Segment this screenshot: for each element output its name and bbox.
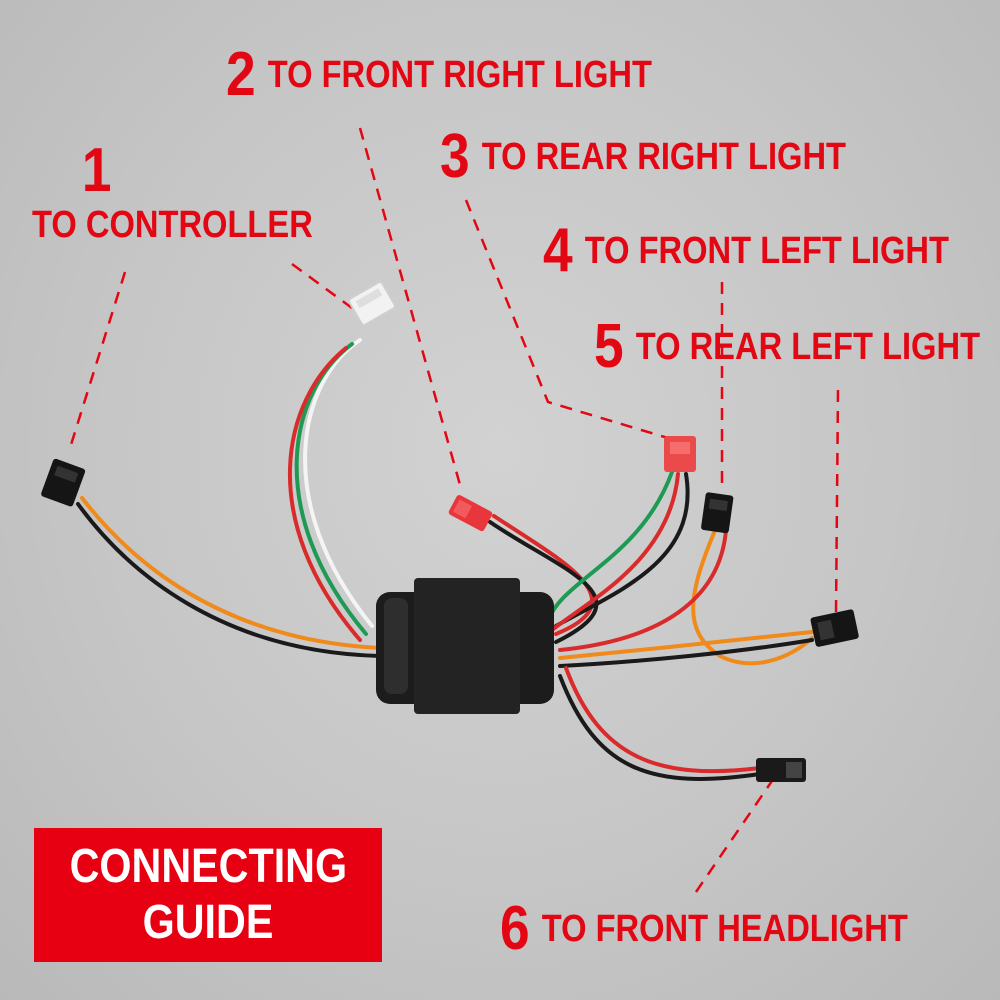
connecting-guide-banner: CONNECTING GUIDE xyxy=(34,828,382,962)
control-module xyxy=(376,578,554,714)
wire-headlight-black xyxy=(558,674,762,781)
wire-headlight-red xyxy=(564,666,762,774)
label-text-to-front-headlight: TO FRONT HEADLIGHT xyxy=(541,908,908,950)
label-number-1: 1 xyxy=(81,136,112,205)
wire-rear-left-orange xyxy=(558,630,814,660)
wire-rear-right-black xyxy=(554,472,690,628)
connector-aux-white xyxy=(348,281,396,326)
wire-rear-right-red xyxy=(550,472,680,632)
module-highlight xyxy=(384,598,408,694)
wire-front-left-orange xyxy=(691,526,814,666)
wire-controller-orange xyxy=(80,496,382,650)
label-text-to-rear-right-light: TO REAR RIGHT LIGHT xyxy=(481,136,847,178)
wire-rear-left-black xyxy=(558,638,814,668)
leader-line-headlight xyxy=(694,777,776,893)
label-number-3: 3 xyxy=(440,122,470,191)
label-text-to-front-left-light: TO FRONT LEFT LIGHT xyxy=(584,230,949,272)
label-number-5: 5 xyxy=(594,312,624,381)
module-foam-wrap xyxy=(414,578,520,714)
label-text-to-controller: TO CONTROLLER xyxy=(32,204,313,246)
guide-title-line-2: GUIDE xyxy=(142,896,274,949)
connector-rear-right xyxy=(664,436,696,472)
leader-line-aux-connector xyxy=(291,262,353,310)
label-text-to-rear-left-light: TO REAR LEFT LIGHT xyxy=(635,326,981,368)
wires xyxy=(76,338,814,781)
connector-headlight xyxy=(756,758,806,782)
guide-title-line-1: CONNECTING xyxy=(69,840,347,893)
leader-lines xyxy=(68,127,840,893)
label-text-to-front-right-light: TO FRONT RIGHT LIGHT xyxy=(267,54,652,96)
leader-line-front-right xyxy=(358,127,464,493)
connector-rear-left xyxy=(810,609,859,647)
connector-controller xyxy=(41,458,86,507)
label-number-2: 2 xyxy=(226,40,256,109)
label-number-4: 4 xyxy=(543,216,573,285)
wire-front-right-black xyxy=(488,520,599,644)
leader-line-controller xyxy=(68,271,127,449)
leader-line-rear-left xyxy=(834,389,840,613)
connector-front-left xyxy=(701,492,734,534)
label-to-controller: 1 TO CONTROLLER xyxy=(32,136,313,246)
connector-front-right xyxy=(448,495,493,532)
label-number-6: 6 xyxy=(500,894,530,963)
wire-rear-right-green xyxy=(546,470,674,624)
wire-aux-white xyxy=(303,338,374,628)
wire-front-left-red xyxy=(558,528,728,652)
wire-aux-red xyxy=(288,346,362,642)
wire-controller-black xyxy=(76,502,382,658)
leader-line-rear-right xyxy=(464,199,669,440)
